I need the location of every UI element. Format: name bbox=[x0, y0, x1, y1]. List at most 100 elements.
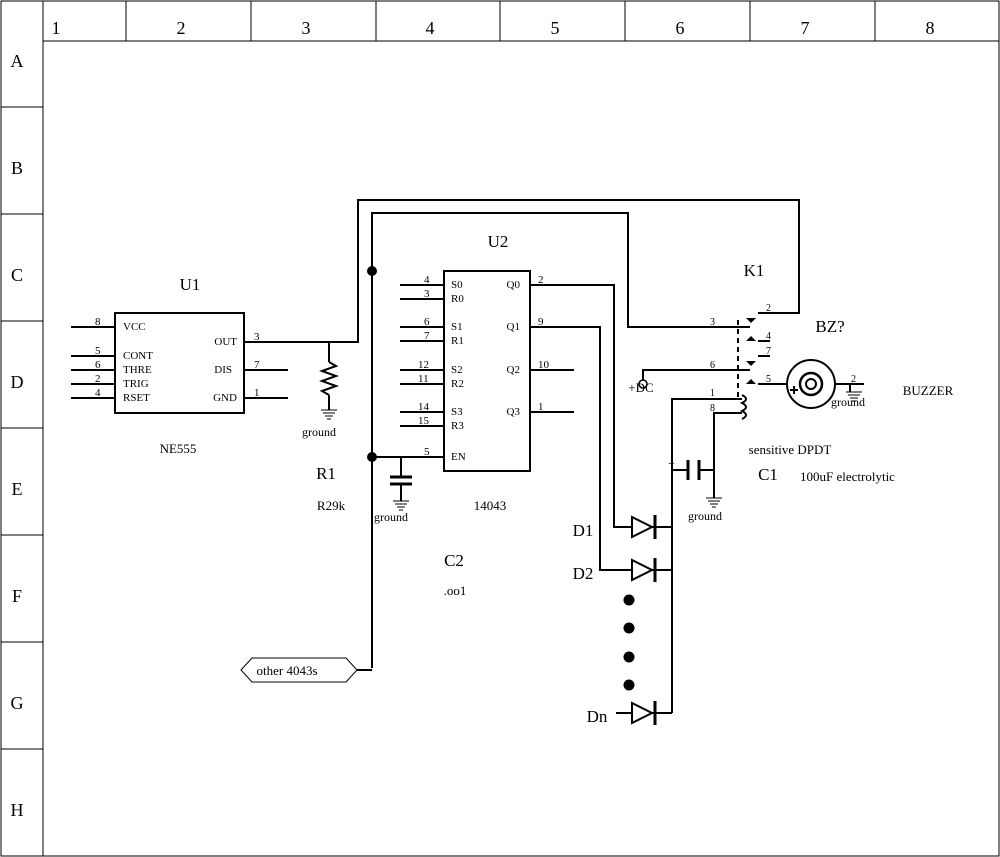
u1-pin-num: 6 bbox=[95, 359, 101, 371]
u2-pin-num: 11 bbox=[418, 373, 429, 385]
u2-pin-name: EN bbox=[451, 451, 466, 463]
u1-pin-num: 4 bbox=[95, 387, 101, 399]
dn-ref-label: Dn bbox=[587, 707, 608, 726]
u2-pin-name: R0 bbox=[451, 293, 464, 305]
column-label-6: 6 bbox=[676, 18, 685, 38]
u1-pin-num: 1 bbox=[254, 387, 260, 399]
u1-pin-num: 2 bbox=[95, 373, 101, 385]
row-label-e: E bbox=[12, 479, 23, 499]
offpage-connector[interactable]: other 4043s bbox=[240, 657, 372, 683]
u1-pin-name: THRE bbox=[123, 364, 152, 376]
k1-pin-num: 8 bbox=[710, 403, 715, 414]
row-label-g: G bbox=[11, 693, 24, 713]
u2-pin-num: 10 bbox=[538, 359, 550, 371]
k1-pin-num: 5 bbox=[766, 374, 771, 385]
u2-pin-name: Q0 bbox=[507, 279, 521, 291]
u2-pin-name: R3 bbox=[451, 420, 464, 432]
c2-value-label: .oo1 bbox=[444, 583, 467, 598]
column-label-8: 8 bbox=[926, 18, 935, 38]
u1-timer-ic[interactable]: 8 5 6 2 4 VCC CONT THRE TRIG RSET OUT DI… bbox=[71, 275, 288, 456]
bz-ref-label: BZ? bbox=[815, 317, 844, 336]
c1-capacitor[interactable]: + ground C1 100uF electrolytic bbox=[668, 456, 895, 523]
u2-part-label: 14043 bbox=[474, 498, 507, 513]
u1-pin-name: VCC bbox=[123, 321, 146, 333]
c1-polarity-mark: + bbox=[668, 456, 675, 470]
u1-ref-label: U1 bbox=[180, 275, 201, 294]
r1-resistor[interactable]: ground R1 R29k bbox=[302, 342, 346, 513]
c1-ground-label: ground bbox=[688, 509, 722, 523]
diode-dn[interactable]: Dn bbox=[587, 701, 658, 726]
u2-pin-name: S0 bbox=[451, 279, 463, 291]
d2-ref-label: D2 bbox=[573, 564, 594, 583]
ellipsis-dots bbox=[623, 594, 635, 691]
u1-pin-name: CONT bbox=[123, 350, 153, 362]
junction-dot bbox=[367, 266, 377, 276]
u2-pin-name: S1 bbox=[451, 321, 463, 333]
c1-value-label: 100uF electrolytic bbox=[800, 469, 895, 484]
column-label-2: 2 bbox=[177, 18, 186, 38]
diode-d1[interactable]: D1 bbox=[573, 515, 658, 540]
c2-capacitor[interactable]: ground C2 .oo1 bbox=[374, 457, 466, 598]
column-label-5: 5 bbox=[551, 18, 560, 38]
column-label-3: 3 bbox=[302, 18, 311, 38]
k1-pin-num: 1 bbox=[710, 388, 715, 399]
u2-pin-name: Q2 bbox=[507, 364, 520, 376]
column-label-4: 4 bbox=[426, 18, 435, 38]
row-label-h: H bbox=[11, 800, 24, 820]
u2-ref-label: U2 bbox=[488, 232, 509, 251]
u1-part-label: NE555 bbox=[160, 441, 197, 456]
k1-pin-num: 7 bbox=[766, 346, 771, 357]
u1-pin-num: 8 bbox=[95, 316, 101, 328]
k1-pin-num: 4 bbox=[766, 331, 771, 342]
dc-supply-terminal[interactable]: +DC bbox=[628, 379, 654, 395]
u2-pin-num: 7 bbox=[424, 330, 430, 342]
u2-latch-ic[interactable]: 4 3 6 7 12 11 14 15 5 S0 R0 S1 R1 S2 R2 … bbox=[400, 232, 574, 513]
row-label-a: A bbox=[11, 51, 24, 71]
u2-pin-name: Q3 bbox=[507, 406, 521, 418]
u2-pin-num: 4 bbox=[424, 274, 430, 286]
k1-pin-num: 6 bbox=[710, 360, 715, 371]
u2-pin-num: 6 bbox=[424, 316, 430, 328]
row-label-b: B bbox=[11, 158, 23, 178]
k1-pin-num: 2 bbox=[766, 303, 771, 314]
u2-pin-name: S3 bbox=[451, 406, 463, 418]
u2-pin-num: 9 bbox=[538, 316, 544, 328]
u2-pin-num: 3 bbox=[424, 288, 430, 300]
u1-pin-name: RSET bbox=[123, 392, 150, 404]
row-label-f: F bbox=[12, 586, 22, 606]
bz-desc-label: BUZZER bbox=[903, 383, 954, 398]
k1-ref-label: K1 bbox=[744, 261, 765, 280]
column-label-7: 7 bbox=[801, 18, 810, 38]
u2-pin-name: Q1 bbox=[507, 321, 520, 333]
u1-pin-num: 5 bbox=[95, 345, 101, 357]
r1-ground-label: ground bbox=[302, 425, 336, 439]
c2-ref-label: C2 bbox=[444, 551, 464, 570]
wires bbox=[288, 199, 800, 714]
row-label-d: D bbox=[11, 372, 24, 392]
k1-pin-num: 3 bbox=[710, 317, 715, 328]
u2-pin-num: 2 bbox=[538, 274, 544, 286]
buzzer-bz[interactable]: 2 ground BZ? BUZZER bbox=[786, 317, 954, 409]
r1-ref-label: R1 bbox=[316, 464, 336, 483]
u1-pin-num: 3 bbox=[254, 331, 260, 343]
u1-pin-name: GND bbox=[213, 392, 237, 404]
u1-pin-name: TRIG bbox=[123, 378, 149, 390]
bz-pin-num: 2 bbox=[851, 374, 856, 385]
junction-dot bbox=[367, 452, 377, 462]
bz-ground-label: ground bbox=[831, 395, 865, 409]
column-label-1: 1 bbox=[52, 18, 61, 38]
k1-relay[interactable]: 2 3 4 6 7 5 1 8 K1 sensitive DPDT bbox=[710, 261, 831, 457]
row-label-c: C bbox=[11, 265, 23, 285]
u2-pin-num: 12 bbox=[418, 359, 429, 371]
k1-desc-label: sensitive DPDT bbox=[749, 442, 832, 457]
u2-pin-name: R1 bbox=[451, 335, 464, 347]
u2-pin-name: S2 bbox=[451, 364, 463, 376]
u2-pin-num: 14 bbox=[418, 401, 430, 413]
diode-d2[interactable]: D2 bbox=[573, 558, 658, 583]
u1-pin-name: DIS bbox=[214, 364, 232, 376]
d1-ref-label: D1 bbox=[573, 521, 594, 540]
u1-pin-name: OUT bbox=[214, 336, 237, 348]
r1-value-label: R29k bbox=[317, 498, 346, 513]
